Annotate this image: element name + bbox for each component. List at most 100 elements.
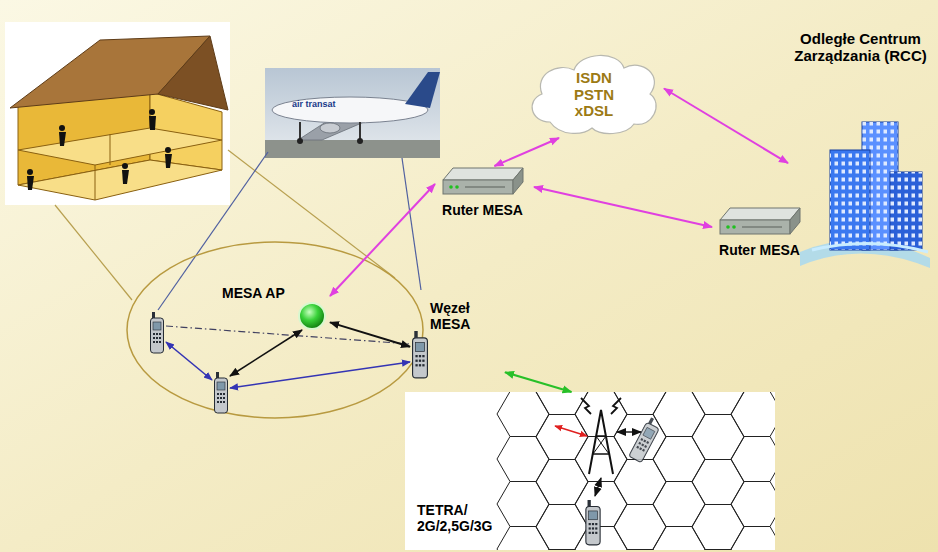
illustration-part bbox=[692, 505, 744, 550]
illustration-part bbox=[122, 170, 129, 184]
illustration-part bbox=[611, 398, 621, 414]
illustration-part bbox=[449, 185, 453, 189]
network-cloud: ISDN PSTN xDSL bbox=[524, 48, 664, 138]
illustration-part bbox=[158, 36, 228, 110]
node-label: Ruter MESA bbox=[435, 202, 530, 218]
illustration-part bbox=[614, 392, 666, 415]
illustration-part bbox=[110, 134, 111, 165]
link-arrow bbox=[330, 322, 410, 346]
illustration-part bbox=[593, 453, 609, 455]
link-arrow bbox=[505, 372, 572, 392]
illustration-part bbox=[742, 227, 782, 228]
radio-link bbox=[230, 362, 410, 388]
illustration-part bbox=[812, 243, 928, 252]
illustration-part bbox=[18, 160, 222, 200]
mesa-node: Węzeł MESA bbox=[410, 300, 505, 385]
illustration-part bbox=[165, 154, 172, 168]
illustration-part bbox=[726, 225, 730, 229]
illustration-part bbox=[692, 392, 744, 415]
illustration-part bbox=[731, 392, 775, 437]
illustration-part bbox=[589, 410, 613, 474]
panel-ground bbox=[405, 392, 775, 550]
cellular-panel: TETRA/ 2G/2,5G/3G bbox=[405, 392, 775, 550]
terminal-symbol bbox=[215, 372, 228, 413]
illustration-part bbox=[536, 392, 588, 415]
illustration-part bbox=[732, 225, 736, 229]
illustration-part bbox=[596, 435, 606, 437]
illustration-part bbox=[629, 416, 663, 462]
illustration-part bbox=[299, 122, 301, 140]
illustration-part bbox=[890, 172, 922, 250]
building-illustration bbox=[800, 122, 930, 268]
router-symbol bbox=[720, 208, 800, 234]
illustration-part bbox=[596, 436, 609, 454]
illustration-part bbox=[165, 147, 171, 153]
illustration-part bbox=[536, 460, 588, 505]
illustration-part bbox=[720, 208, 800, 220]
terminal-symbol bbox=[413, 331, 428, 378]
illustration-part bbox=[272, 97, 428, 123]
node-label: Ruter MESA bbox=[712, 242, 807, 258]
illustration-part bbox=[59, 125, 65, 131]
illustration-part bbox=[629, 416, 663, 462]
cloud-outline bbox=[532, 55, 656, 133]
label-holder: air transat bbox=[292, 99, 336, 109]
illustration-part bbox=[731, 482, 775, 527]
node-label: Odległe Centrum Zarządzania (RCC) bbox=[788, 30, 933, 65]
radio-link bbox=[230, 330, 302, 376]
illustration-part bbox=[586, 500, 600, 545]
zoom-line bbox=[55, 205, 132, 300]
illustration-part bbox=[720, 220, 790, 234]
illustration-part bbox=[513, 168, 523, 194]
illustration-part bbox=[830, 150, 870, 250]
link-arrow bbox=[664, 89, 788, 164]
illustration-part bbox=[731, 437, 775, 482]
illustration-part bbox=[27, 109, 172, 190]
illustration-part bbox=[455, 185, 459, 189]
node-label: ISDN PSTN xDSL bbox=[564, 70, 624, 120]
illustration-part bbox=[265, 140, 440, 158]
illustration-part bbox=[653, 482, 705, 527]
illustration-part bbox=[149, 116, 156, 130]
illustration-part bbox=[5, 22, 230, 205]
radio-link bbox=[166, 342, 212, 380]
illustration-part bbox=[297, 138, 303, 144]
illustration-part bbox=[265, 68, 440, 158]
illustration-part bbox=[536, 415, 588, 460]
illustration-part bbox=[692, 460, 744, 505]
illustration-part bbox=[359, 122, 361, 140]
illustration-part bbox=[95, 165, 96, 200]
illustration-part bbox=[653, 437, 705, 482]
rcc-building: Odległe Centrum Zarządzania (RCC) bbox=[788, 30, 937, 272]
illustration-part bbox=[614, 505, 666, 550]
illustration-part bbox=[593, 436, 606, 454]
illustration-part bbox=[497, 392, 549, 437]
illustration-part bbox=[497, 482, 549, 527]
illustration-part bbox=[575, 527, 627, 551]
node-label: MESA AP bbox=[222, 285, 285, 301]
illustration-part bbox=[692, 415, 744, 460]
illustration-part bbox=[595, 478, 601, 496]
router-symbol bbox=[443, 168, 523, 194]
airplane-photo bbox=[265, 68, 440, 158]
coverage-ellipse bbox=[127, 242, 423, 418]
leader-line bbox=[402, 158, 421, 290]
illustration-part bbox=[614, 460, 666, 505]
illustration-part bbox=[122, 163, 128, 169]
illustration-part bbox=[443, 168, 523, 180]
mesa-router: Ruter MESA bbox=[435, 166, 534, 226]
illustration-part bbox=[59, 132, 66, 146]
illustration-part bbox=[27, 169, 33, 175]
illustration-part bbox=[575, 437, 627, 482]
illustration-part bbox=[18, 128, 222, 165]
livery-text: air transat bbox=[292, 99, 336, 109]
illustration-part bbox=[443, 180, 513, 194]
illustration-part bbox=[497, 437, 549, 482]
illustration-part bbox=[465, 187, 505, 188]
link-arrow bbox=[534, 187, 712, 227]
illustration-part bbox=[149, 109, 155, 115]
